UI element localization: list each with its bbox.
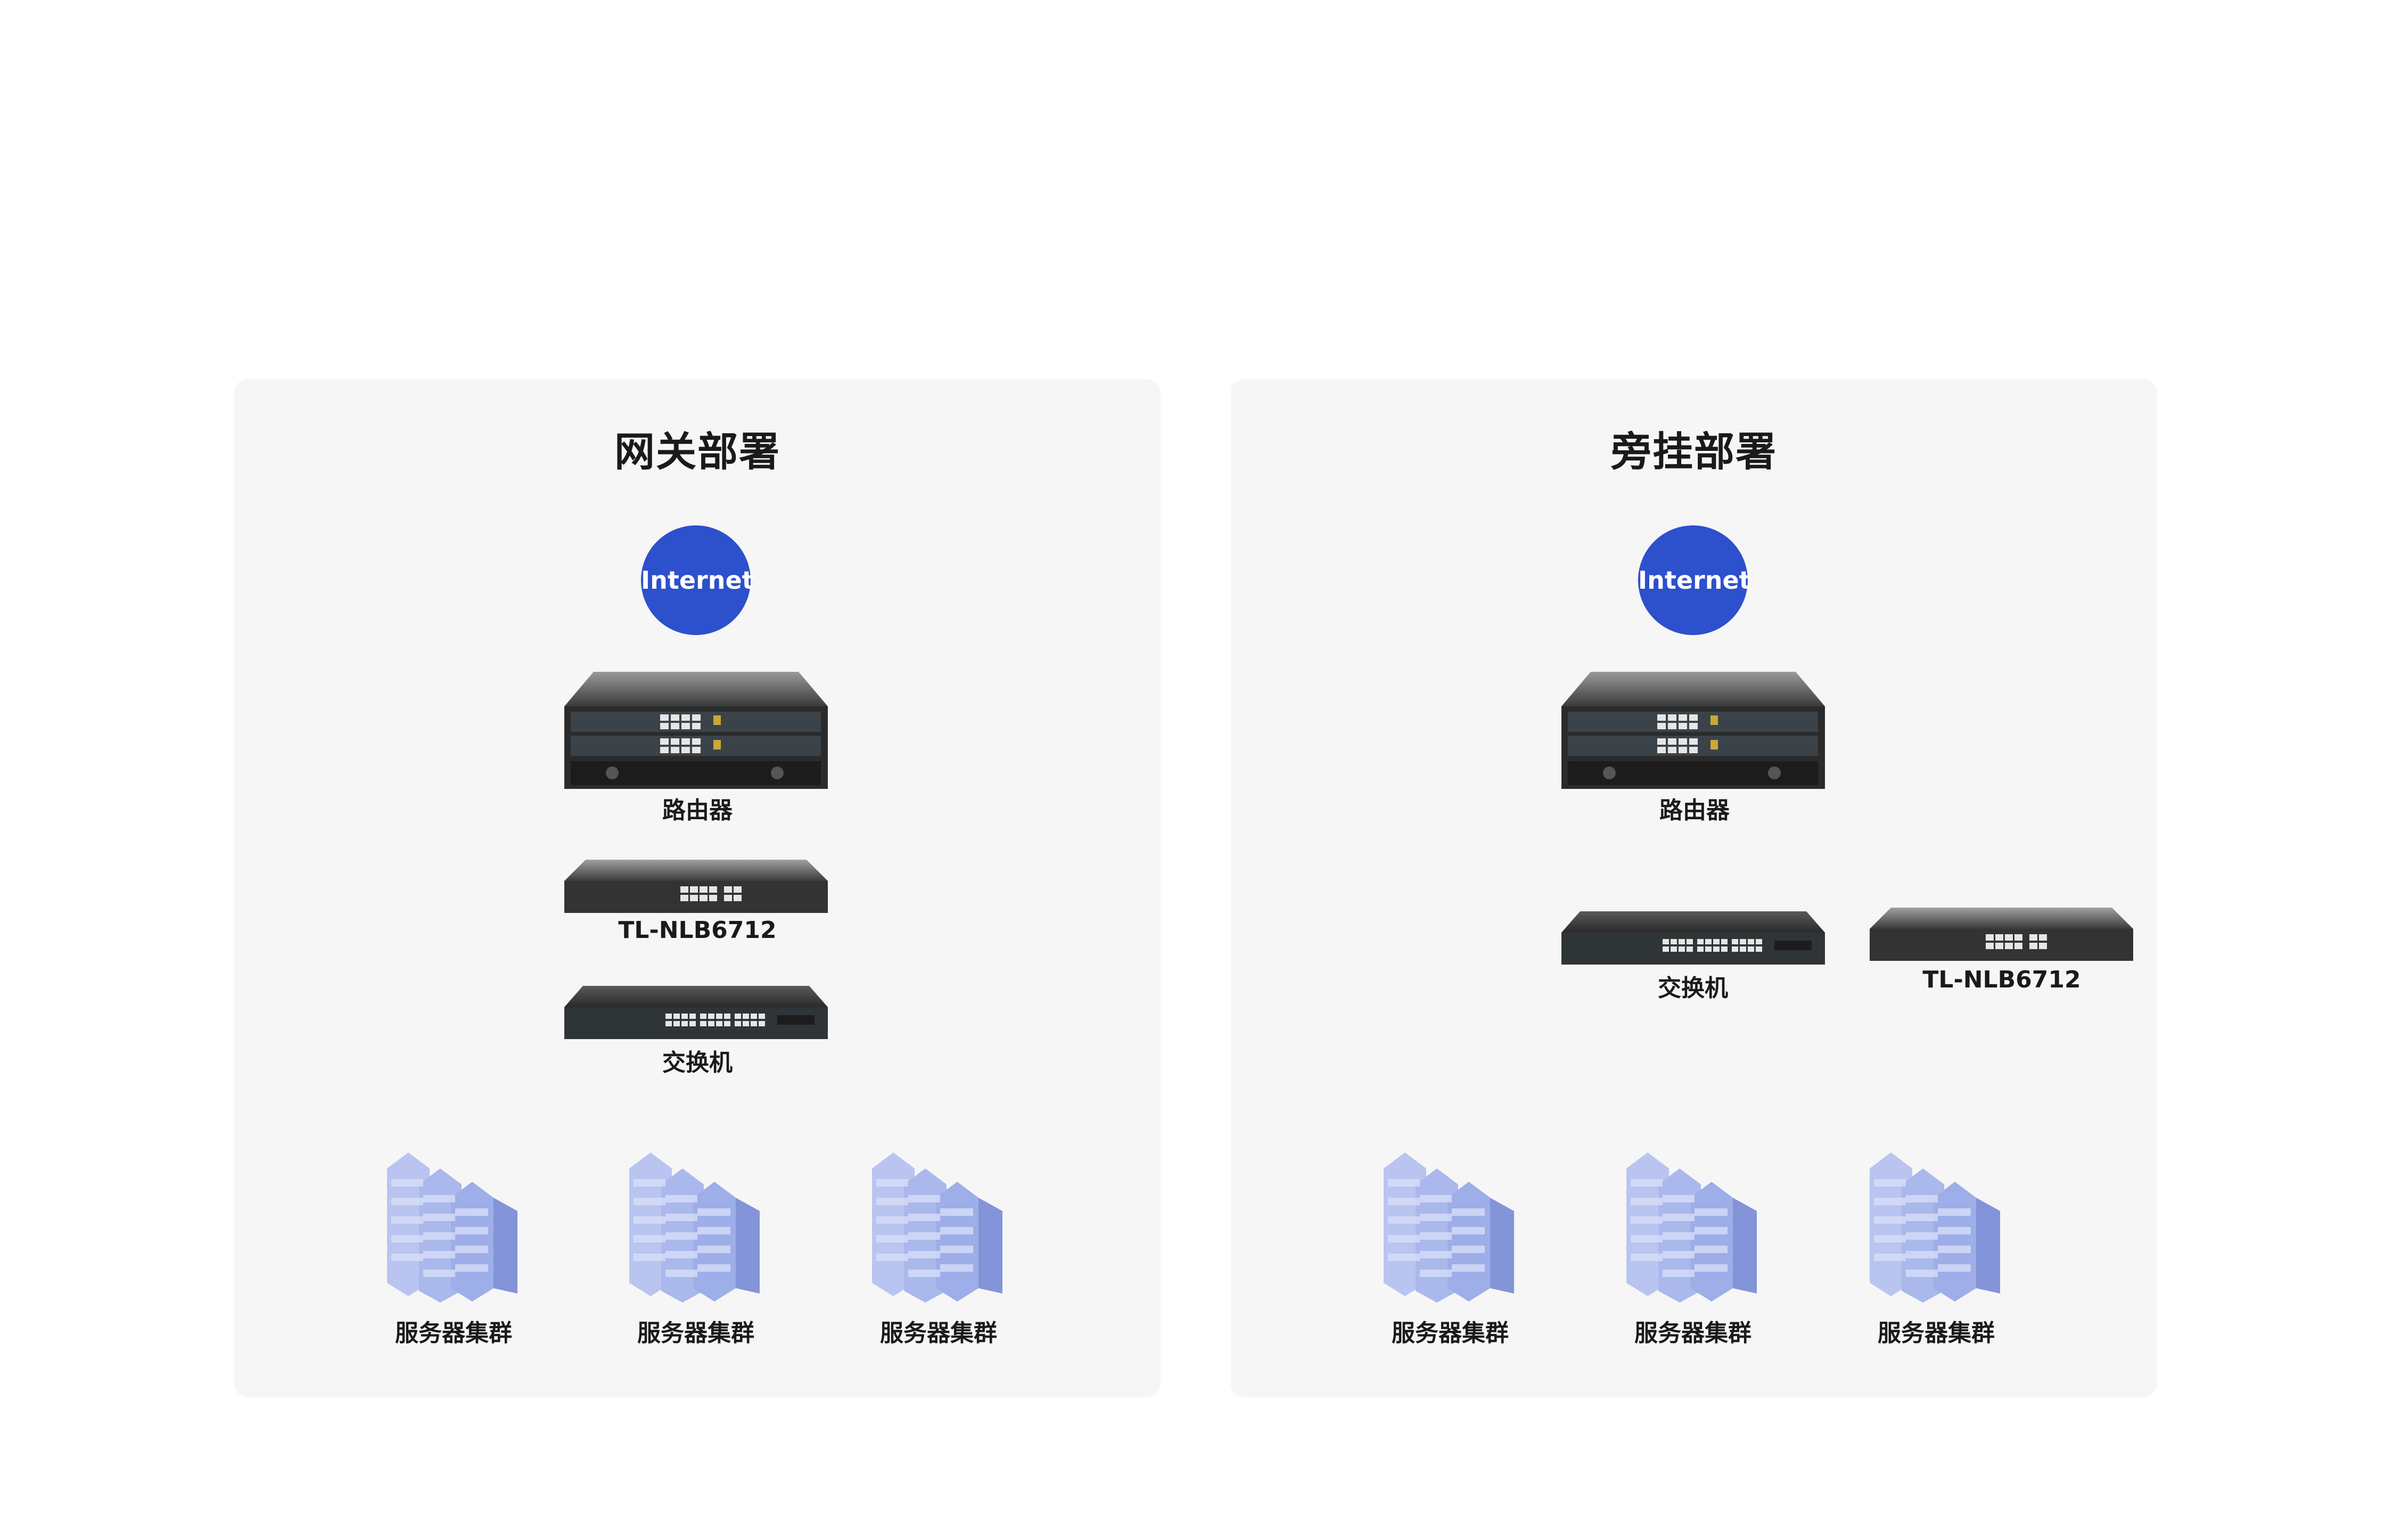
server-cluster-icon bbox=[629, 1152, 760, 1303]
server-cluster-icon bbox=[1626, 1152, 1757, 1303]
switch-device bbox=[564, 986, 828, 1039]
load-balancer-label: TL-NLB6712 bbox=[618, 917, 777, 944]
server-cluster-icon bbox=[387, 1152, 517, 1303]
server-cluster-label: 服务器集群 bbox=[637, 1320, 754, 1347]
internet-node: Internet bbox=[1638, 525, 1751, 635]
router-label: 路由器 bbox=[1659, 797, 1730, 824]
switch-device bbox=[1561, 911, 1825, 965]
router-device bbox=[1561, 672, 1825, 789]
server-cluster-icon bbox=[872, 1152, 1002, 1303]
internet-node: Internet bbox=[641, 525, 754, 635]
load-balancer-label: TL-NLB6712 bbox=[1922, 966, 2081, 993]
load-balancer-device bbox=[564, 860, 828, 913]
panel-title: 网关部署 bbox=[614, 428, 780, 475]
server-cluster-label: 服务器集群 bbox=[1878, 1320, 1995, 1347]
server-cluster-icon bbox=[1870, 1152, 2000, 1303]
server-cluster-label: 服务器集群 bbox=[395, 1320, 512, 1347]
panel-title: 旁挂部署 bbox=[1611, 428, 1777, 475]
router-device bbox=[564, 672, 828, 789]
server-cluster-icon bbox=[1384, 1152, 1514, 1303]
router-label: 路由器 bbox=[662, 797, 733, 824]
server-cluster-label: 服务器集群 bbox=[1392, 1320, 1509, 1347]
server-cluster-label: 服务器集群 bbox=[1634, 1320, 1751, 1347]
switch-label: 交换机 bbox=[1658, 975, 1728, 1002]
server-cluster-label: 服务器集群 bbox=[880, 1320, 997, 1347]
load-balancer-device bbox=[1870, 908, 2133, 961]
switch-label: 交换机 bbox=[662, 1049, 733, 1076]
